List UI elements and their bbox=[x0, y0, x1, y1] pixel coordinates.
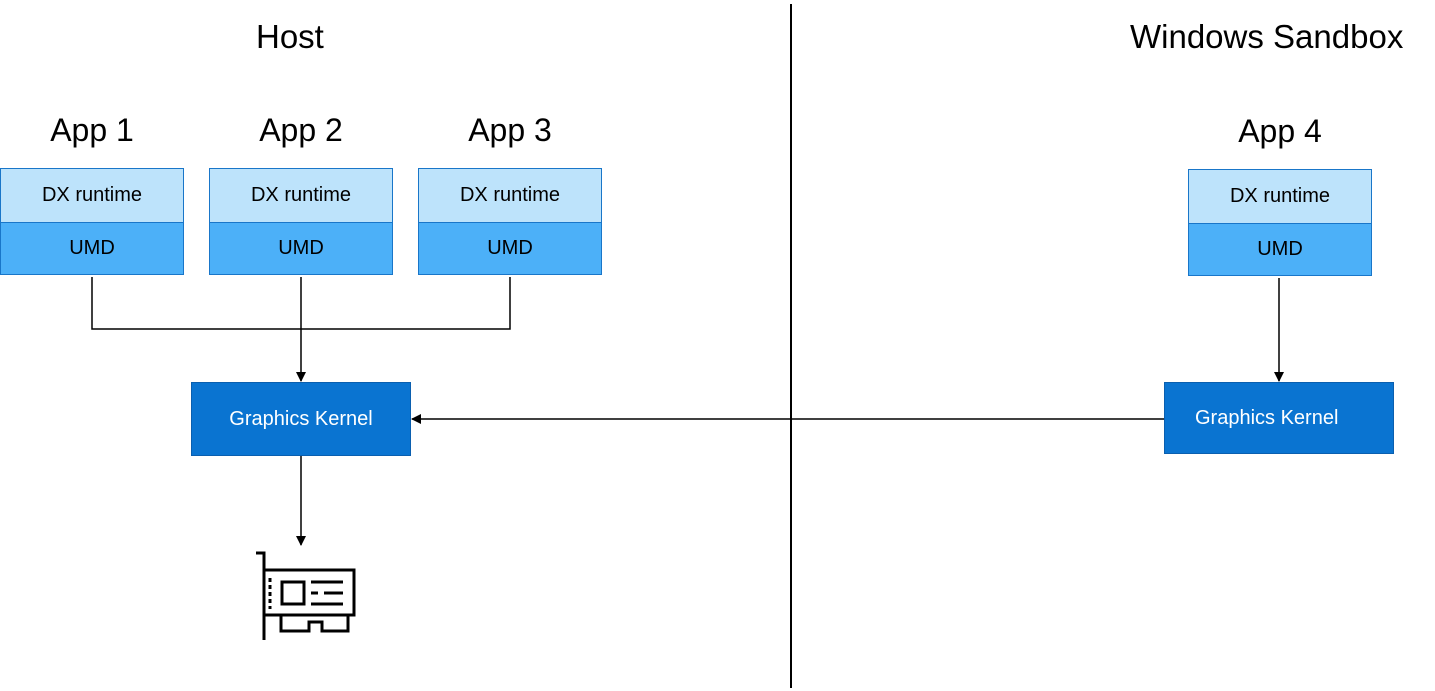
dx-runtime-box: DX runtime bbox=[210, 169, 392, 223]
sandbox-graphics-kernel: Graphics Kernel bbox=[1164, 382, 1394, 454]
dx-runtime-box: DX runtime bbox=[419, 169, 601, 223]
app-2-stack: DX runtime UMD bbox=[209, 168, 393, 275]
app-4-stack: DX runtime UMD bbox=[1188, 169, 1372, 276]
host-graphics-kernel: Graphics Kernel bbox=[191, 382, 411, 456]
host-title: Host bbox=[256, 18, 324, 55]
app-2-label: App 2 bbox=[259, 112, 343, 148]
connector-app1 bbox=[91, 277, 301, 330]
umd-box: UMD bbox=[419, 223, 601, 274]
app-3-label: App 3 bbox=[468, 112, 552, 148]
umd-box: UMD bbox=[1, 223, 183, 274]
gpu-card-icon bbox=[256, 551, 356, 640]
umd-box: UMD bbox=[210, 223, 392, 274]
dx-runtime-box: DX runtime bbox=[1, 169, 183, 223]
app-4-label: App 4 bbox=[1238, 113, 1322, 149]
umd-box: UMD bbox=[1189, 224, 1371, 275]
app-1-stack: DX runtime UMD bbox=[0, 168, 184, 275]
dx-runtime-box: DX runtime bbox=[1189, 170, 1371, 224]
app-3-stack: DX runtime UMD bbox=[418, 168, 602, 275]
app-1-label: App 1 bbox=[50, 112, 134, 148]
connector-app3 bbox=[301, 277, 511, 330]
sandbox-title: Windows Sandbox bbox=[1130, 18, 1404, 55]
